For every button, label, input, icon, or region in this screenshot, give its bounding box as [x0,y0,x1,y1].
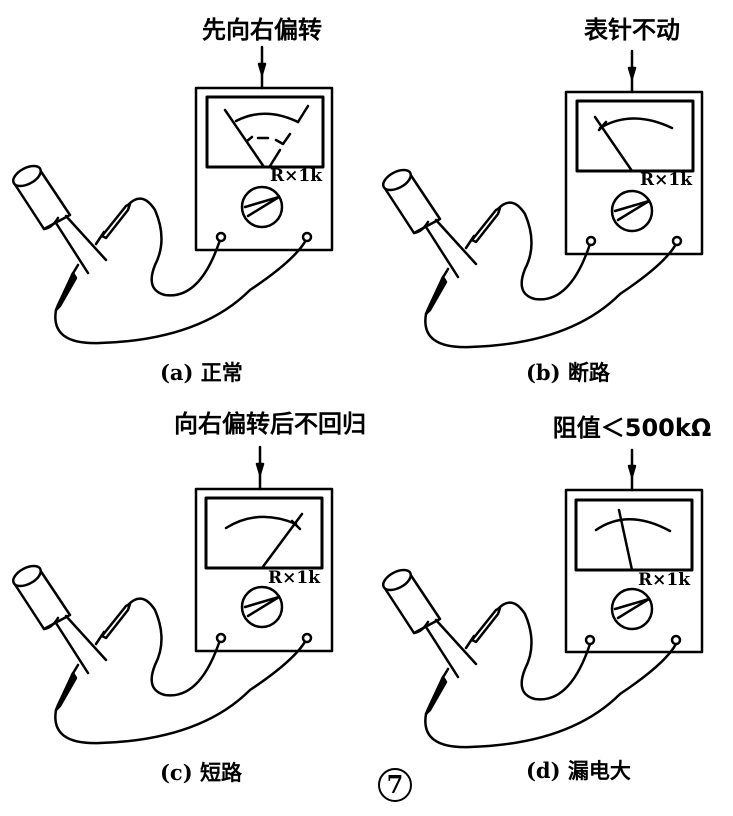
arrow-head [627,464,637,478]
panel-b-caption: (b) 断路 [526,362,610,384]
panel-d-top-label: 阻值＜500kΩ [552,414,712,442]
terminal-right [301,632,313,644]
panel-d-caption-letter: (d) [526,758,561,783]
needle [260,512,304,570]
terminal-left [215,632,227,644]
figure-number-badge: 7 [378,768,412,802]
meter-body [194,86,334,252]
panel-a-range-label: R×1k [270,166,322,186]
probe-black-icon [424,667,450,716]
capacitor-icon [11,164,108,275]
wire-black [424,242,678,349]
panel-b-caption-text: 断路 [567,361,610,385]
range-dial [610,587,654,631]
arrow-head [255,462,265,476]
panel-d-drawing [381,448,704,749]
needle-rest [223,108,266,169]
meter-body [564,90,704,256]
panel-a-caption-text: 正常 [200,361,243,385]
probe-red-icon [464,206,502,250]
panel-c-short-circuit: 向右偏转后不回归 R×1k (c) 短路 [0,400,366,800]
panel-d-high-leakage: 阻值＜500kΩ R×1k (d) 漏电大 [370,404,733,804]
panel-b-range-label: R×1k [640,170,692,190]
panel-d-range-label: R×1k [638,570,690,590]
panel-c-range-label: R×1k [268,568,320,588]
arrow-head [257,62,267,76]
panel-a-normal: 先向右偏转 R×1k (a) 正常 [0,0,366,400]
meter-body [564,488,704,654]
panel-b-caption-letter: (b) [526,360,561,385]
meter-scale-window [204,496,324,570]
meter-scale-arc [234,112,300,124]
terminal-left [215,231,227,243]
meter-scale-arc [598,117,674,130]
wire-black [424,642,678,749]
wire-red [126,597,222,697]
panel-b-drawing [381,49,704,349]
terminal-left [584,634,596,646]
needle [593,115,634,173]
meter-scale-window [575,99,695,173]
probe-black-icon [424,267,450,316]
terminal-right [671,235,683,247]
capacitor-icon [11,564,108,675]
panel-c-caption-text: 短路 [199,761,242,785]
wire-red [496,201,592,301]
wire-red [126,197,222,297]
probe-black-icon [54,663,80,712]
panel-a-caption-letter: (a) [160,360,194,385]
terminal-left [585,235,597,247]
panel-d-caption-text: 漏电大 [567,759,631,783]
probe-red-icon [94,202,132,246]
terminal-right [670,634,682,646]
panel-b-open-circuit: 表针不动 R×1k (b) 断路 [370,4,733,404]
probe-red-icon [464,606,502,650]
panel-a-caption: (a) 正常 [160,362,243,384]
panel-d-caption: (d) 漏电大 [526,760,631,782]
range-dial [610,189,654,233]
probe-black-icon [54,263,80,312]
range-dial [240,585,284,629]
panel-b-top-label: 表针不动 [584,16,680,44]
capacitor-icon [381,568,478,679]
meter-scale-arc [224,515,298,530]
meter-scale-arc [594,518,672,533]
range-dial [240,185,284,229]
panel-c-caption: (c) 短路 [160,762,242,784]
meter-scale-window [574,498,694,572]
probe-red-icon [94,602,132,646]
panel-c-caption-letter: (c) [160,760,193,785]
meter-body [194,487,334,653]
panel-a-top-label: 先向右偏转 [202,16,322,44]
panel-c-top-label: 向右偏转后不回归 [174,410,366,438]
terminal-right [301,231,313,243]
needle [617,508,634,572]
panel-a-drawing [11,45,334,345]
wire-black [54,638,308,745]
wire-red [496,601,592,701]
arrow-head [627,66,637,80]
panel-c-drawing [11,445,334,745]
capacitor-icon [381,168,478,279]
wire-black [54,238,308,345]
